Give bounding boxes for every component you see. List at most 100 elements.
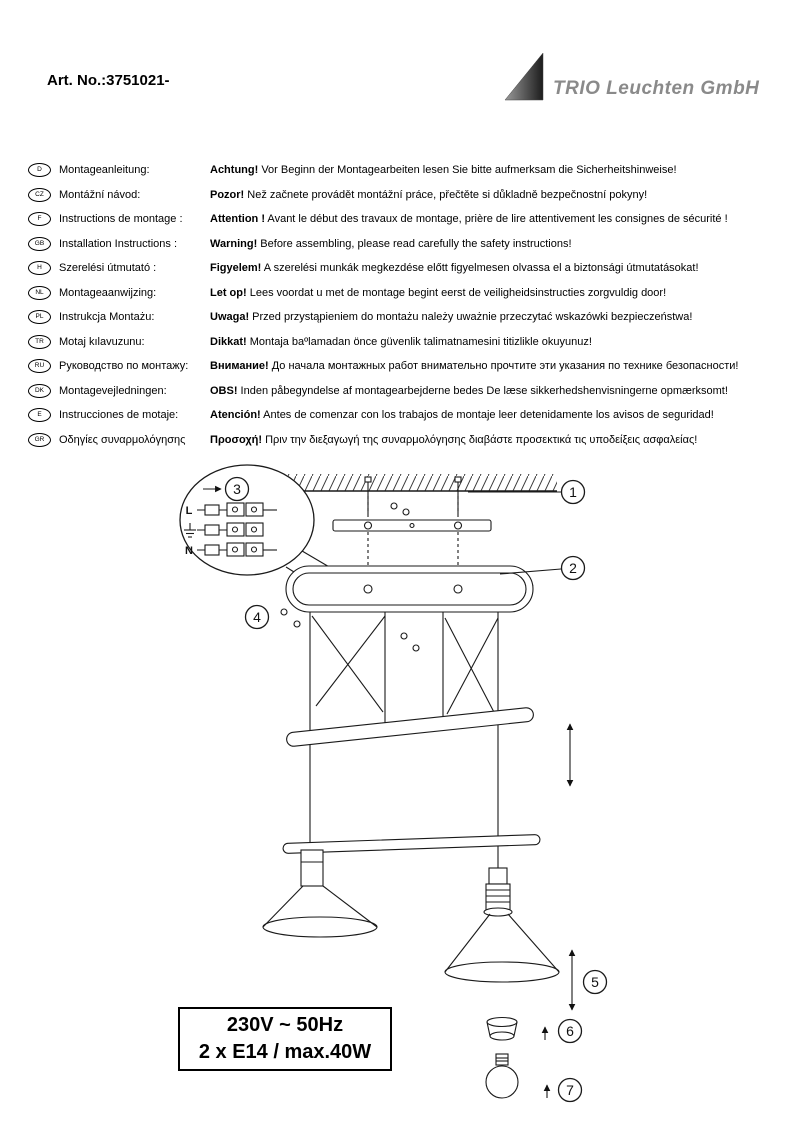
safety-note: Attention ! Avant le début des travaux d… xyxy=(210,213,728,225)
language-row: RU Руководство по монтажу: Внимание! До … xyxy=(28,354,788,379)
spec-voltage: 230V ~ 50Hz xyxy=(226,1014,344,1036)
article-number: Art. No.:3751021- xyxy=(47,72,170,89)
mounting-bolts xyxy=(364,476,462,518)
warning-word: Uwaga! xyxy=(210,311,250,324)
safety-note: Pozor! Než začnete provádět montážní prá… xyxy=(210,189,647,201)
warning-word: Внимание! xyxy=(210,360,269,373)
safety-note: Uwaga! Przed przystąpieniem do montażu n… xyxy=(210,311,692,323)
language-row: GR Οδηγίες συναρμολόγησης Προσοχή! Πριν … xyxy=(28,428,788,453)
callout-3-circle xyxy=(224,476,250,502)
language-row: TR Motaj kılavuzunu: Dikkat! Montaja baº… xyxy=(28,330,788,355)
language-code: E xyxy=(28,408,51,423)
assembly-diagram: L N xyxy=(179,464,608,1103)
brand-name: TRIO Leuchten GmbH xyxy=(553,78,760,99)
warning-text: A szerelési munkák megkezdése előtt figy… xyxy=(261,262,699,275)
language-label: Montážní návod: xyxy=(59,188,141,201)
warning-text: Πριν την διεξαγωγή της συναρμολόγησης δι… xyxy=(262,433,698,446)
right-shade xyxy=(444,867,560,983)
warning-word: Pozor! xyxy=(210,188,245,201)
warning-text: До начала монтажных работ внимательно пр… xyxy=(268,360,739,373)
language-label: Installation Instructions : xyxy=(59,237,178,250)
language-row: E Instrucciones de motaje: Atención! Ant… xyxy=(28,403,788,428)
safety-note: Figyelem! A szerelési munkák megkezdése … xyxy=(210,262,699,274)
wire-label-l: L xyxy=(186,505,193,517)
safety-note: Atención! Antes de comenzar con los trab… xyxy=(210,409,714,421)
callout-4-circle xyxy=(244,604,270,630)
wiring-detail-bubble: L N xyxy=(179,464,315,576)
language-row: GB Installation Instructions : Warning! … xyxy=(28,232,788,257)
language-code: GB xyxy=(28,236,51,251)
language-row: NL Montageaanwijzing: Let op! Lees voord… xyxy=(28,281,788,306)
callout-7: 7 xyxy=(566,1082,574,1098)
language-label: Montagevejledningen: xyxy=(59,384,167,397)
warning-text: Lees voordat u met de montage begint eer… xyxy=(246,286,667,299)
logo-triangle-icon xyxy=(504,52,544,101)
language-label: Instructions de montage : xyxy=(59,213,183,226)
language-row: PL Instrukcja Montażu: Uwaga! Przed przy… xyxy=(28,305,788,330)
warning-text: Avant le début des travaux de montage, p… xyxy=(264,213,728,226)
upper-bar xyxy=(286,707,534,747)
language-row: H Szerelési útmutató : Figyelem! A szere… xyxy=(28,256,788,281)
brand-logo: TRIO Leuchten GmbH xyxy=(503,50,759,102)
callout-1-circle xyxy=(560,479,586,505)
callout-1: 1 xyxy=(569,484,577,500)
language-code: CZ xyxy=(28,187,51,202)
callout-7-circle xyxy=(557,1077,583,1103)
language-label: Instrucciones de motaje: xyxy=(59,409,179,422)
callout-6-circle xyxy=(557,1018,583,1044)
language-label: Montageaanwijzing: xyxy=(59,286,157,299)
warning-word: Let op! xyxy=(210,286,247,299)
language-label: Szerelési útmutató : xyxy=(59,262,157,275)
left-shade xyxy=(262,849,378,938)
warning-word: OBS! xyxy=(210,384,238,397)
safety-note: Warning! Before assembling, please read … xyxy=(210,238,572,250)
language-code: H xyxy=(28,261,51,276)
callout-5-circle xyxy=(582,969,608,995)
language-label: Motaj kılavuzunu: xyxy=(59,335,145,348)
warning-word: Achtung! xyxy=(210,164,259,177)
canopy-drawing xyxy=(285,565,534,613)
warning-text: Než začnete provádět montážní práce, pře… xyxy=(244,188,648,201)
warning-word: Figyelem! xyxy=(210,262,262,275)
safety-note: Προσοχή! Πριν την διεξαγωγή της συναρμολ… xyxy=(210,434,697,446)
language-code: GR xyxy=(28,432,51,447)
warning-text: Vor Beginn der Montagearbeiten lesen Sie… xyxy=(258,164,677,177)
light-bulb xyxy=(485,1053,519,1099)
callout-6: 6 xyxy=(566,1023,574,1039)
earth-symbol-icon xyxy=(184,523,196,538)
mounting-bracket xyxy=(332,502,534,591)
socket-ring xyxy=(486,1016,518,1041)
language-label: Οδηγίες συναρμολόγησης xyxy=(59,433,186,446)
language-code: TR xyxy=(28,334,51,349)
callout-2: 2 xyxy=(569,560,577,576)
callouts: 1 2 3 4 5 6 7 xyxy=(224,476,608,1103)
language-code: F xyxy=(28,212,51,227)
spec-lamp: 2 x E14 / max.40W xyxy=(198,1041,372,1063)
language-row: F Instructions de montage : Attention ! … xyxy=(28,207,788,232)
language-code: DK xyxy=(28,383,51,398)
callout-5: 5 xyxy=(591,974,599,990)
spec-box: 230V ~ 50Hz 2 x E14 / max.40W xyxy=(178,1007,392,1071)
warning-word: Warning! xyxy=(210,237,258,250)
language-list: D Montageanleitung: Achtung! Vor Beginn … xyxy=(28,158,788,452)
warning-word: Attention ! xyxy=(210,213,265,226)
safety-note: Внимание! До начала монтажных работ вним… xyxy=(210,360,738,372)
language-row: D Montageanleitung: Achtung! Vor Beginn … xyxy=(28,158,788,183)
callout-3: 3 xyxy=(233,481,241,497)
callout-2-circle xyxy=(560,555,586,581)
warning-text: Montaja baºlamadan önce güvenlik talimat… xyxy=(246,335,592,348)
warning-word: Προσοχή! xyxy=(210,433,263,446)
warning-text: Before assembling, please read carefully… xyxy=(257,237,572,250)
warning-word: Dikkat! xyxy=(210,335,247,348)
safety-note: OBS! Inden påbegyndelse af montagearbejd… xyxy=(210,385,728,397)
ceiling-drawing xyxy=(287,474,557,492)
warning-text: Antes de comenzar con los trabajos de mo… xyxy=(260,409,714,422)
warning-text: Inden påbegyndelse af montagearbejderne … xyxy=(237,384,728,397)
language-row: CZ Montážní návod: Pozor! Než začnete pr… xyxy=(28,183,788,208)
warning-word: Atención! xyxy=(210,409,261,422)
language-label: Руководство по монтажу: xyxy=(59,360,189,373)
language-label: Instrukcja Montażu: xyxy=(59,311,155,324)
language-code: PL xyxy=(28,310,51,325)
language-label: Montageanleitung: xyxy=(59,164,150,177)
